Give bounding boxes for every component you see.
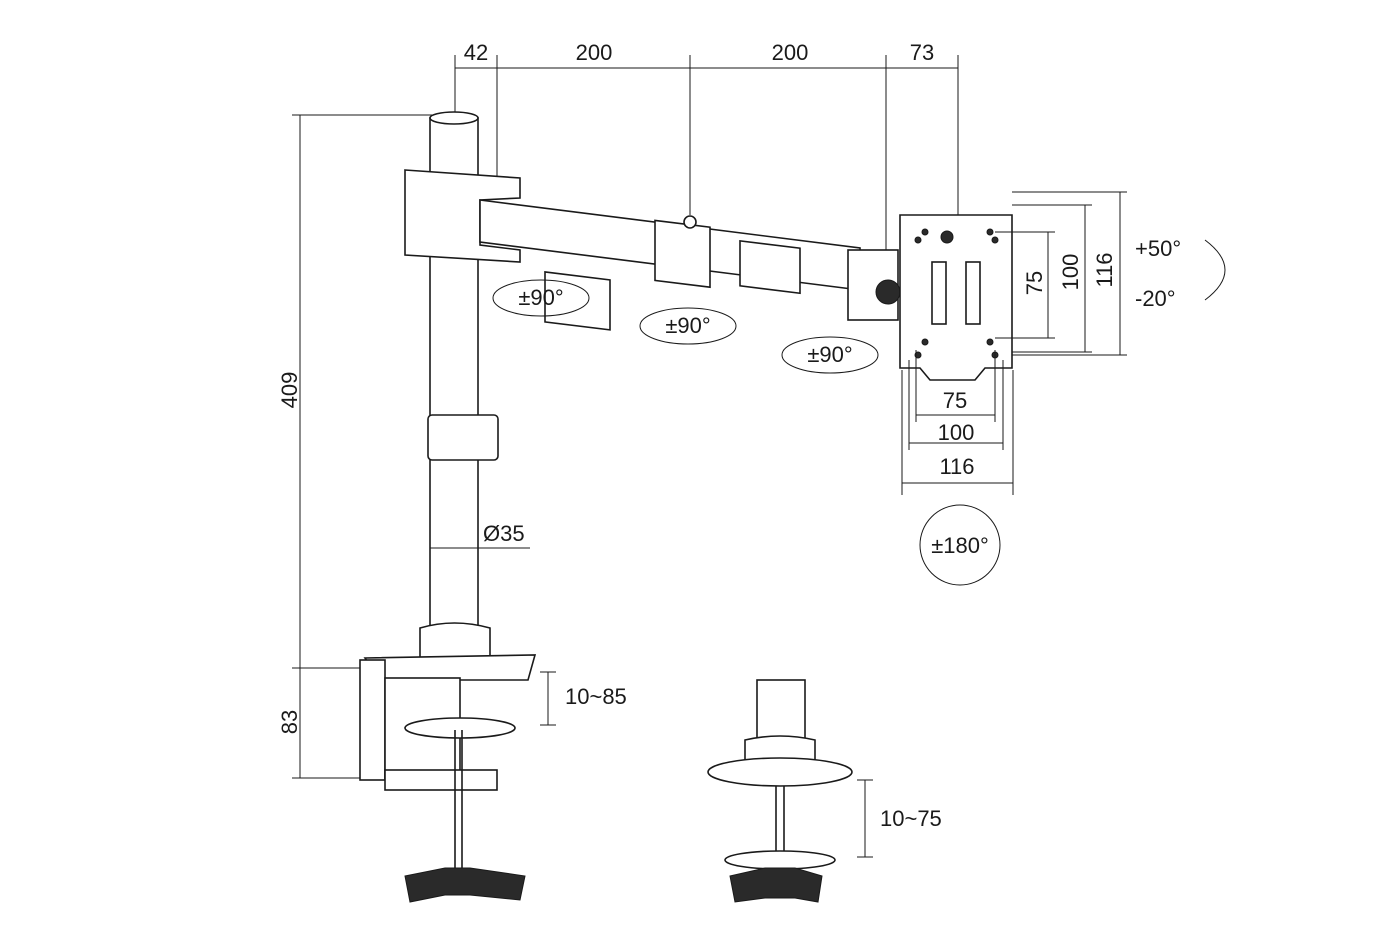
vesa-h-75: 75 (943, 388, 967, 413)
rotation-180: ±180° (931, 533, 989, 558)
vesa-vertical-dims (995, 191, 1127, 356)
vesa-h-100: 100 (938, 420, 975, 445)
rotation-joint-1: ±90° (518, 285, 563, 310)
rotation-arrows (492, 239, 1226, 586)
tilt-down: -20° (1135, 286, 1176, 311)
dim-200-b: 200 (772, 40, 809, 65)
vesa-v-75: 75 (1022, 271, 1047, 295)
grommet-mount (707, 679, 873, 903)
vesa-plate (899, 214, 1013, 381)
top-dimension-lines (454, 55, 959, 255)
arm (404, 169, 901, 331)
dim-409: 409 (277, 372, 302, 409)
vesa-v-100: 100 (1058, 254, 1083, 291)
dim-83: 83 (277, 710, 302, 734)
dim-diameter: Ø35 (483, 521, 525, 546)
desk-clamp (359, 654, 556, 903)
rotation-joint-3: ±90° (807, 342, 852, 367)
rotation-joint-2: ±90° (665, 313, 710, 338)
vesa-v-116: 116 (1092, 252, 1117, 287)
vesa-horizontal-dims (901, 350, 1014, 495)
clamp-range: 10~85 (565, 684, 627, 709)
dim-73: 73 (910, 40, 934, 65)
vesa-h-116: 116 (939, 454, 974, 479)
dim-42: 42 (464, 40, 488, 65)
tilt-up: +50° (1135, 236, 1181, 261)
grommet-range: 10~75 (880, 806, 942, 831)
dim-200-a: 200 (576, 40, 613, 65)
